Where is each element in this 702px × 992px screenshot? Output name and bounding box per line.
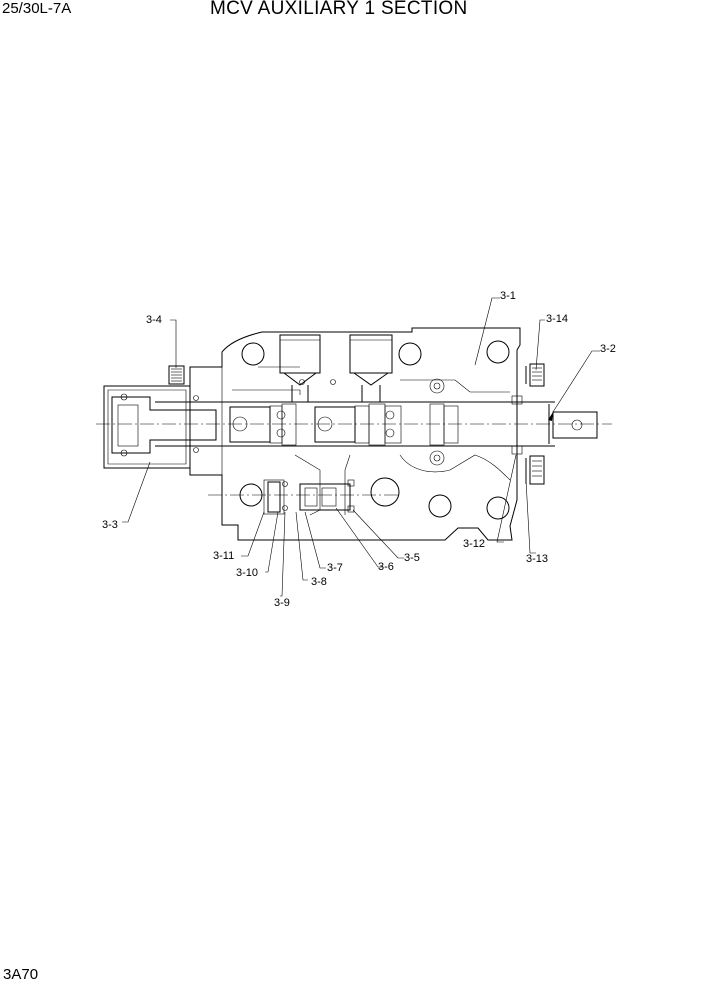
- callout-3-2: 3-2: [600, 343, 616, 355]
- bolt-head-left: [168, 365, 185, 385]
- callout-3-4: 3-4: [146, 314, 162, 326]
- port-left: [279, 334, 321, 402]
- port-right: [349, 334, 393, 402]
- callout-labels: 3-1 3-14 3-2 3-4 3-3 3-12 3-13 3-5 3-6 3…: [102, 290, 616, 609]
- page-title: MCV AUXILIARY 1 SECTION: [210, 0, 468, 19]
- valve-body: [189, 327, 521, 541]
- model-code: 25/30L-7A: [2, 0, 72, 17]
- bolt-head-top-right: [525, 363, 545, 387]
- bolt-head-bottom-right: [525, 455, 545, 485]
- callout-3-11: 3-11: [213, 550, 234, 562]
- end-cap: [103, 385, 217, 469]
- callout-3-6: 3-6: [378, 561, 394, 573]
- spool: [96, 395, 612, 455]
- callout-3-14: 3-14: [546, 313, 568, 325]
- callout-3-9: 3-9: [274, 597, 290, 609]
- callout-3-7: 3-7: [327, 562, 343, 574]
- callout-3-8: 3-8: [311, 576, 327, 588]
- callout-3-12: 3-12: [463, 538, 485, 550]
- callout-3-13: 3-13: [526, 553, 548, 565]
- callout-3-1: 3-1: [500, 290, 516, 302]
- callout-3-10: 3-10: [236, 567, 258, 579]
- callout-3-5: 3-5: [404, 552, 420, 564]
- leader-lines: [122, 297, 600, 597]
- callout-3-3: 3-3: [102, 519, 118, 531]
- check-valve: [208, 479, 400, 515]
- page-code: 3A70: [3, 966, 39, 983]
